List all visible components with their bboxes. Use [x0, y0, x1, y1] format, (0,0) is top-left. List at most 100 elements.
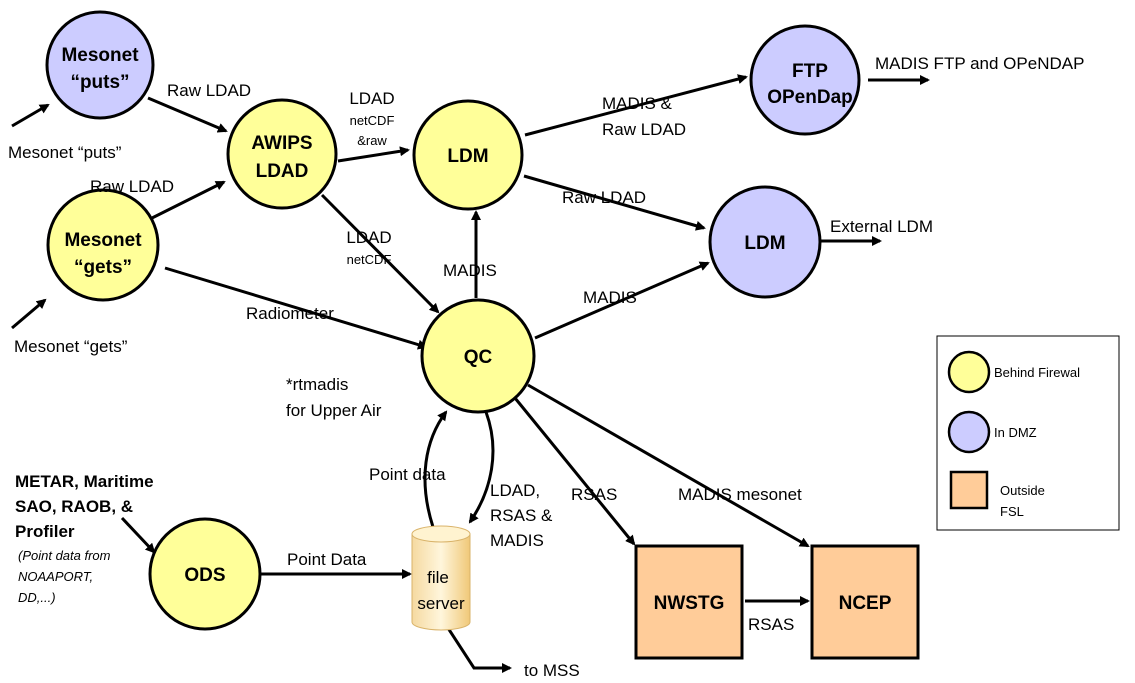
node-nwstg[interactable]: NWSTG [634, 544, 744, 660]
node-qc[interactable]: QC [420, 298, 536, 414]
legend: Behind Firewal In DMZ Outside FSL [936, 335, 1120, 531]
label-awips-to-qc-2: netCDF [347, 252, 392, 267]
label-qc-to-ldm-ext: MADIS [583, 288, 637, 307]
label-fileserver-out: to MSS [524, 661, 580, 680]
qc-label: QC [464, 347, 493, 368]
metar-note-3: DD,...) [18, 590, 56, 605]
label-awips-to-ldm-2: netCDF [350, 113, 395, 128]
label-awips-to-ldm-3: &raw [357, 133, 387, 148]
label-gets-to-awips: Raw LDAD [90, 177, 174, 196]
label-qc-to-fileserver-2: RSAS & [490, 506, 553, 525]
edge-qc-to-fileserver [468, 411, 495, 524]
label-rtmadis-2: for Upper Air [286, 401, 382, 420]
edge-awips-to-qc [320, 193, 440, 314]
metar-note-1: (Point data from [18, 548, 111, 563]
edge-mesonet-puts-input [11, 103, 50, 128]
edge-fileserver-to-qc [423, 410, 448, 528]
ftp-opendap-circle [749, 24, 861, 136]
node-mesonet-puts[interactable]: Mesonet “puts” [45, 10, 155, 120]
legend-label-outside-1: Outside [1000, 483, 1045, 498]
edge-ldm-to-ldm-ext [523, 174, 706, 231]
mesonet-gets-input-label: Mesonet “gets” [14, 337, 128, 356]
edge-gets-to-qc [164, 266, 428, 350]
node-ods[interactable]: ODS [148, 517, 262, 631]
node-ldm-external[interactable]: LDM [708, 185, 822, 299]
node-ftp-opendap[interactable]: FTP OPenDap [749, 24, 861, 136]
label-qc-to-fileserver-3: MADIS [490, 531, 544, 550]
label-qc-to-fileserver-1: LDAD, [490, 481, 540, 500]
nwstg-box [634, 544, 744, 660]
legend-item-dmz: In DMZ [947, 410, 1037, 454]
awips-ldad-label-1: AWIPS [251, 133, 312, 154]
ldm-internal-circle [412, 99, 524, 211]
legend-label-behind-firewall: Behind Firewal [994, 365, 1080, 380]
mesonet-puts-input-label: Mesonet “puts” [8, 143, 122, 162]
label-ldm-to-ftp-2: Raw LDAD [602, 120, 686, 139]
file-server-top [411, 525, 471, 543]
legend-label-outside-2: FSL [1000, 504, 1024, 519]
legend-item-outside-fsl: Outside FSL [949, 470, 1045, 519]
awips-ldad-label-2: LDAD [256, 161, 309, 182]
file-server-label-2: server [417, 594, 465, 613]
ods-label: ODS [184, 565, 225, 586]
legend-blue-circle-icon [947, 410, 991, 454]
legend-yellow-circle-icon [947, 350, 991, 394]
ftp-opendap-label-1: FTP [792, 61, 828, 82]
mesonet-gets-label-2: “gets” [74, 257, 132, 278]
label-point-data-up: Point data [369, 465, 446, 484]
node-ncep[interactable]: NCEP [810, 544, 920, 660]
edge-mesonet-gets-input [11, 298, 47, 330]
mesonet-puts-label-1: Mesonet [61, 45, 139, 66]
mesonet-gets-label-1: Mesonet [64, 230, 142, 251]
label-qc-to-nwstg: RSAS [571, 485, 617, 504]
ldm-internal-label: LDM [447, 146, 488, 167]
label-ldm-ext-out: External LDM [830, 217, 933, 236]
mesonet-gets-circle [46, 188, 160, 302]
metar-label-1: METAR, Maritime [15, 472, 154, 491]
node-file-server[interactable]: file server [411, 525, 471, 631]
node-awips-ldad[interactable]: AWIPS LDAD [226, 98, 338, 210]
awips-ldad-circle [226, 98, 338, 210]
legend-item-behind-firewall: Behind Firewal [947, 350, 1080, 394]
legend-label-dmz: In DMZ [994, 425, 1037, 440]
file-server-label-1: file [427, 568, 449, 587]
edge-metar-to-ods [120, 516, 156, 554]
label-ldm-to-ldm-ext: Raw LDAD [562, 188, 646, 207]
metar-label-3: Profiler [15, 522, 75, 541]
label-gets-to-qc: Radiometer [246, 304, 334, 323]
edge-fileserver-to-mss [446, 627, 512, 673]
ncep-box [810, 544, 920, 660]
edge-gets-to-awips [147, 180, 226, 222]
edge-puts-to-awips [147, 96, 228, 133]
label-qc-to-ncep: MADIS mesonet [678, 485, 802, 504]
edge-awips-to-ldm [337, 146, 410, 163]
nodes: Mesonet “puts” Mesonet “gets” AWIPS LDAD… [45, 10, 920, 660]
edge-ldm-to-ftp [524, 74, 748, 137]
label-rtmadis-1: *rtmadis [286, 375, 348, 394]
nwstg-label: NWSTG [654, 593, 725, 614]
edge-labels: Mesonet “puts” Mesonet “gets” Raw LDAD R… [8, 54, 1084, 680]
node-ldm-internal[interactable]: LDM [412, 99, 524, 211]
ftp-opendap-label-2: OPenDap [767, 87, 853, 108]
label-qc-to-ldm: MADIS [443, 261, 497, 280]
edge-qc-to-nwstg [513, 397, 636, 546]
qc-circle [420, 298, 536, 414]
node-mesonet-gets[interactable]: Mesonet “gets” [46, 188, 160, 302]
mesonet-puts-label-2: “puts” [70, 72, 129, 93]
label-ftp-out: MADIS FTP and OPeNDAP [875, 54, 1084, 73]
edge-qc-to-ncep [527, 383, 810, 548]
label-puts-to-awips: Raw LDAD [167, 81, 251, 100]
label-ods-to-fileserver: Point Data [287, 550, 367, 569]
ldm-external-label: LDM [744, 233, 785, 254]
label-nwstg-to-ncep: RSAS [748, 615, 794, 634]
ods-circle [148, 517, 262, 631]
file-server-body [411, 533, 471, 631]
legend-orange-square-icon [949, 470, 989, 510]
mesonet-puts-circle [45, 10, 155, 120]
metar-label-2: SAO, RAOB, & [15, 497, 133, 516]
ldm-external-circle [708, 185, 822, 299]
edges [11, 74, 930, 673]
label-awips-to-ldm-1: LDAD [349, 89, 394, 108]
edge-qc-to-ldm-ext [534, 261, 710, 340]
